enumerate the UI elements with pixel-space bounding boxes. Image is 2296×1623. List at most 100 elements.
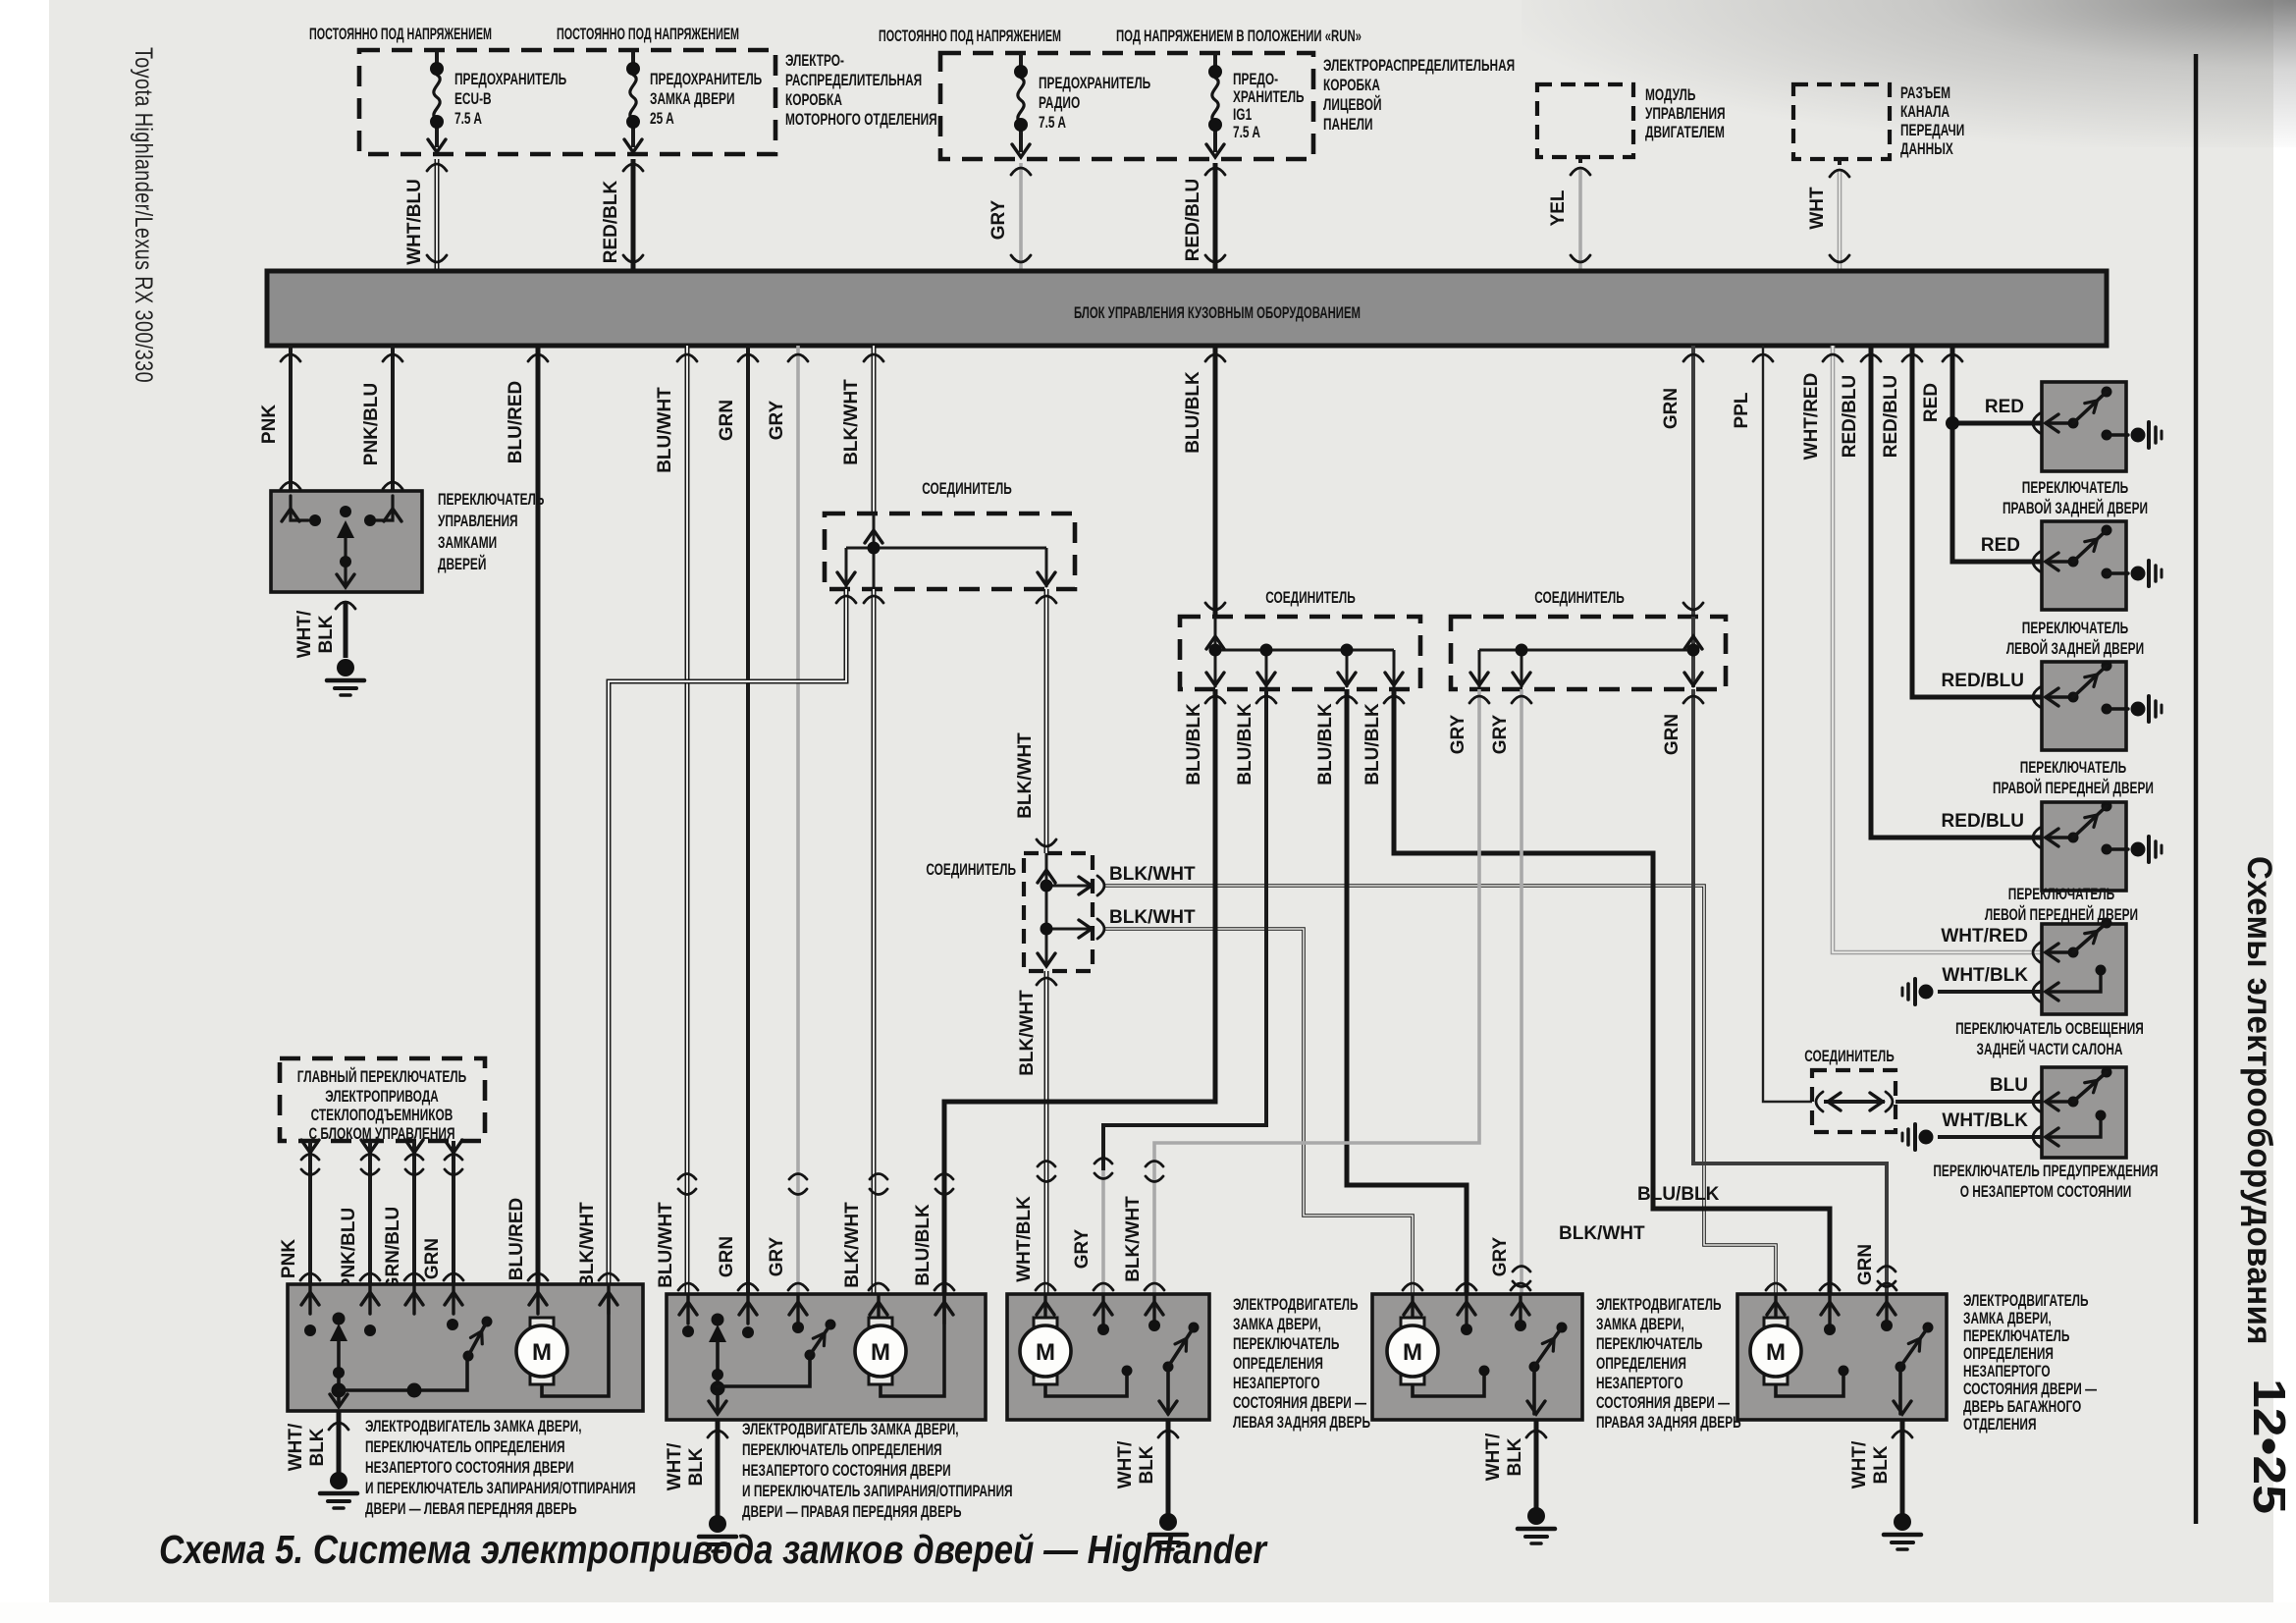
connector-arc — [786, 352, 810, 363]
c1-out2: BLU/BLK — [1235, 703, 1255, 785]
junction-dot — [1515, 643, 1528, 657]
motor-letter: M — [1403, 1339, 1422, 1366]
connector1 — [1177, 614, 1423, 692]
door-lock-switch-label: УПРАВЛЕНИЯ — [438, 513, 518, 530]
door-lock-switch-glyph — [309, 514, 321, 526]
connector-symbol — [359, 1167, 381, 1176]
switch-arm-arrow — [2083, 812, 2100, 830]
wl-blu-wht: BLU/WHT — [655, 387, 675, 473]
junction-dot — [712, 1369, 723, 1380]
arrowhead — [403, 1138, 425, 1156]
connector-arc — [1941, 352, 1964, 363]
motor5-label: ОТДЕЛЕНИЯ — [1963, 1416, 2037, 1434]
connector2-label: СОЕДИНИТЕЛЬ — [1534, 589, 1625, 607]
connector-symbol — [1036, 1160, 1057, 1168]
switch-box-labels: ПЕРЕКЛЮЧАТЕЛЬ — [2008, 886, 2115, 903]
junction-dot — [2095, 1109, 2107, 1121]
connector-arc — [442, 1271, 465, 1282]
motor-letter: M — [1036, 1339, 1055, 1366]
connector-arc — [1814, 1090, 1825, 1113]
door-lock-switch-label: ПЕРЕКЛЮЧАТЕЛЬ — [438, 491, 545, 509]
connector-arc — [867, 1281, 890, 1292]
wl-pnk-blu: PNK/BLU — [361, 383, 382, 465]
connector-arc — [381, 480, 404, 491]
motor4-label: ПРАВАЯ ЗАДНЯЯ ДВЕРЬ — [1596, 1414, 1741, 1432]
arrowhead — [1255, 671, 1277, 688]
switch-box-labels: ЛЕВОЙ ПЕРЕДНЕЙ ДВЕРИ — [1985, 905, 2138, 924]
fuse1-label: ПРЕДОХРАНИТЕЛЬ — [454, 71, 566, 88]
connector-arc — [1009, 253, 1033, 264]
motor2-label: ЭЛЕКТРОДВИГАТЕЛЬ ЗАМКА ДВЕРИ, ПЕРЕКЛЮЧАТ… — [742, 1421, 1013, 1521]
arrowhead — [1682, 633, 1704, 651]
arrowhead — [1682, 671, 1704, 688]
junction-dot — [1881, 1320, 1893, 1331]
connector-arc — [1569, 253, 1592, 264]
junction-dot — [1686, 643, 1700, 657]
switch-box-labels: ЗАДНЕЙ ЧАСТИ САЛОНА — [1977, 1040, 2123, 1058]
junction-dot — [2095, 964, 2107, 976]
connector-arc — [1203, 601, 1227, 612]
arrowhead — [1036, 570, 1057, 588]
arrowhead — [382, 506, 403, 523]
door-lock-switch-glyph — [373, 494, 395, 522]
motor1-label: ЭЛЕКТРОДВИГАТЕЛЬ ЗАМКА ДВЕРИ, — [365, 1418, 582, 1435]
wl-blu-blk: BLU/BLK — [1183, 371, 1203, 454]
junction-dot — [337, 659, 354, 676]
wl-grn2: GRN — [1661, 388, 1682, 429]
dlc-label: ДАННЫХ — [1900, 140, 1953, 158]
arrowhead — [299, 1289, 321, 1307]
motor3-label: ОПРЕДЕЛЕНИЯ — [1233, 1355, 1323, 1373]
fuse4-label: ПРЕДО- — [1233, 71, 1278, 88]
power-label-2: ПОСТОЯННО ПОД НАПРЯЖЕНИЕМ — [557, 26, 739, 43]
arrowhead — [737, 1299, 759, 1317]
motor5-label: ОПРЕДЕЛЕНИЯ — [1963, 1345, 2054, 1363]
junction-dot — [626, 115, 640, 129]
sw-hook — [2044, 972, 2103, 994]
junction-dot — [682, 1325, 694, 1337]
switch-arm-arrow — [1906, 1335, 1922, 1353]
wires-routing — [1104, 928, 1414, 1294]
arrowhead — [1825, 1091, 1842, 1112]
switch-arm-arrow — [2083, 1078, 2100, 1095]
connector-arc — [1156, 1429, 1180, 1439]
wires-bus-bottom — [289, 346, 2042, 1294]
connector-arc — [862, 352, 885, 363]
wires-routing — [608, 589, 847, 1284]
connector-arc — [526, 352, 550, 363]
arrowhead — [1093, 1299, 1114, 1317]
arrowhead — [443, 1138, 464, 1156]
junction-dot — [2130, 566, 2146, 581]
door-lock-switch-glyph — [289, 494, 395, 587]
connector-symbol — [676, 1187, 698, 1196]
engine-fusebox-label: КОРОБКА — [785, 91, 842, 109]
lock-knob-arrow — [330, 1324, 347, 1341]
junction-dot — [1040, 879, 1053, 893]
motor-circle — [853, 1324, 908, 1379]
arrowhead — [1510, 1299, 1531, 1317]
fuse1-label: 7.5 A — [454, 110, 482, 128]
motor2-label: И ПЕРЕКЛЮЧАТЕЛЬ ЗАПИРАНИЯ/ОТПИРАНИЯ — [742, 1483, 1013, 1500]
door-lock-switch-glyph — [289, 494, 310, 522]
wire-label-yel: YEL — [1548, 189, 1569, 226]
connector-arc — [736, 352, 760, 363]
wires-routing — [1152, 689, 1481, 1294]
c3-below-label: BLK/WHT — [1017, 990, 1038, 1076]
door-lock-switch-label: ПЕРЕКЛЮЧАТЕЛЬ УПРАВЛЕНИЯ ЗАМКАМИ ДВЕРЕЙ — [438, 491, 545, 573]
motor1-label: ДВЕРИ — ЛЕВАЯ ПЕРЕДНЯЯ ДВЕРЬ — [365, 1500, 577, 1518]
panel-fusebox-label: ЭЛЕКТРОРАСПРЕДЕЛИТЕЛЬНАЯ КОРОБКА ЛИЦЕВОЙ… — [1323, 57, 1515, 134]
connector-arc — [1203, 352, 1227, 363]
fuse-symbols — [1016, 76, 1026, 125]
motor4-label: ПЕРЕКЛЮЧАТЕЛЬ — [1596, 1335, 1703, 1353]
connector3 — [1021, 850, 1095, 974]
connector0-label: СОЕДИНИТЕЛЬ — [922, 480, 1012, 498]
motor5-label: ЭЛЕКТРОДВИГАТЕЛЬ ЗАМКА ДВЕРИ, ПЕРЕКЛЮЧАТ… — [1963, 1292, 2097, 1434]
dlc-label: РАЗЪЕМ — [1900, 84, 1950, 102]
window-master-switch-label: С БЛОКОМ УПРАВЛЕНИЯ — [309, 1125, 455, 1143]
junction-dot — [1121, 1365, 1133, 1377]
arrowhead — [1456, 1299, 1477, 1317]
window-master-switch-label: ГЛАВНЫЙ ПЕРЕКЛЮЧАТЕЛЬ ЭЛЕКТРОПРИВОДА СТЕ… — [297, 1067, 466, 1143]
arrowhead — [1383, 671, 1405, 688]
switch2-box — [2040, 519, 2128, 612]
arrowhead — [1204, 142, 1226, 160]
